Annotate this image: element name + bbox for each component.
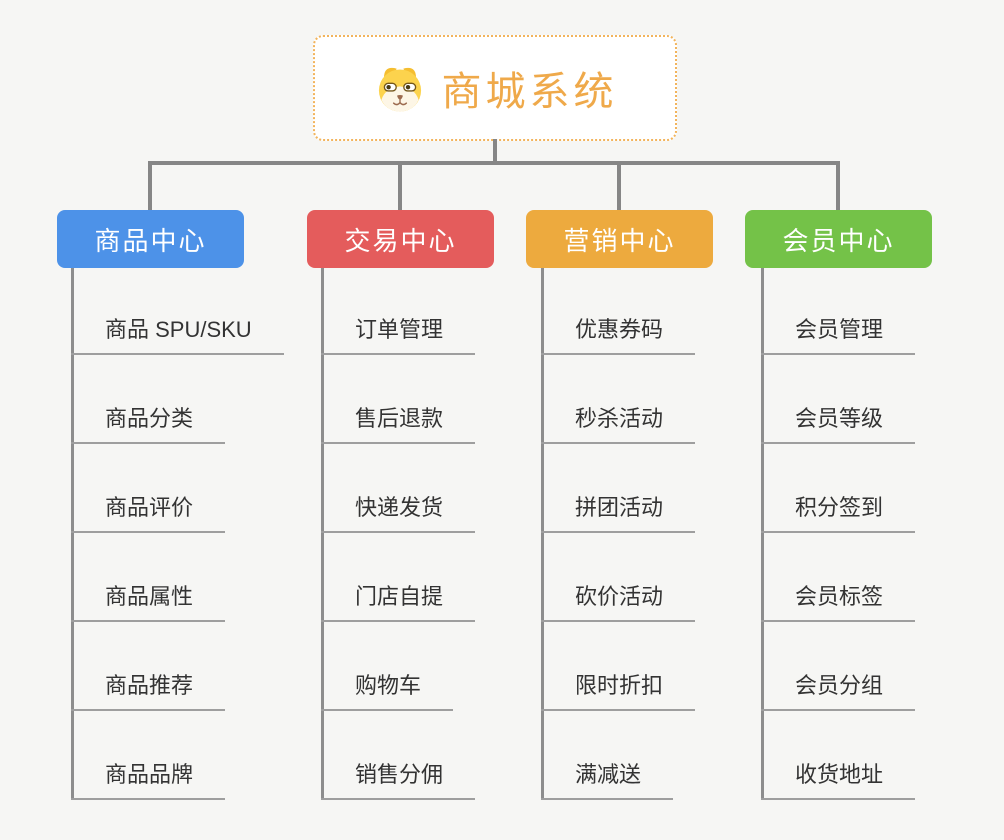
leaf-node[interactable]: 优惠券码 — [541, 314, 696, 355]
branch-column-product-center: 商品 SPU/SKU 商品分类商品评价商品属性商品推荐商品品牌 — [71, 268, 351, 800]
leaf-node[interactable]: 快递发货 — [321, 492, 476, 533]
root-node[interactable]: 商城系统 — [313, 35, 677, 141]
leaf-node[interactable]: 商品推荐 — [71, 670, 226, 711]
connector-drop-product — [148, 163, 152, 210]
leaf-node[interactable]: 限时折扣 — [541, 670, 696, 711]
connector-drop-member — [836, 163, 840, 210]
branch-column-member-center: 会员管理会员等级积分签到会员标签会员分组收货地址 — [761, 268, 1004, 800]
leaf-node[interactable]: 售后退款 — [321, 403, 476, 444]
branch-column-marketing-center: 优惠券码秒杀活动拼团活动砍价活动限时折扣满减送 — [541, 268, 821, 800]
leaf-node[interactable]: 会员等级 — [761, 403, 916, 444]
leaf-node[interactable]: 门店自提 — [321, 581, 476, 622]
leaf-node[interactable]: 收货地址 — [761, 759, 916, 800]
leaf-node[interactable]: 商品品牌 — [71, 759, 226, 800]
connector-horizontal-bar — [148, 161, 840, 165]
dog-face-icon — [378, 67, 421, 112]
branch-trunk-line — [71, 268, 74, 800]
branch-header-trade-center[interactable]: 交易中心 — [307, 210, 494, 268]
branch-trunk-line — [761, 268, 764, 800]
leaf-node[interactable]: 满减送 — [541, 759, 674, 800]
leaf-node[interactable]: 商品评价 — [71, 492, 226, 533]
leaf-node[interactable]: 商品属性 — [71, 581, 226, 622]
leaf-node[interactable]: 商品 SPU/SKU — [71, 314, 284, 355]
leaf-node[interactable]: 拼团活动 — [541, 492, 696, 533]
leaf-node[interactable]: 会员管理 — [761, 314, 916, 355]
leaf-node[interactable]: 商品分类 — [71, 403, 226, 444]
leaf-node[interactable]: 订单管理 — [321, 314, 476, 355]
branch-header-member-center[interactable]: 会员中心 — [745, 210, 932, 268]
leaf-node[interactable]: 秒杀活动 — [541, 403, 696, 444]
leaf-node[interactable]: 会员标签 — [761, 581, 916, 622]
leaf-node[interactable]: 销售分佣 — [321, 759, 476, 800]
branch-header-marketing-center[interactable]: 营销中心 — [526, 210, 713, 268]
connector-root-stem — [493, 139, 497, 164]
connector-drop-marketing — [617, 163, 621, 210]
root-title: 商城系统 — [441, 70, 618, 114]
branch-trunk-line — [321, 268, 324, 800]
leaf-node[interactable]: 积分签到 — [761, 492, 916, 533]
branch-column-trade-center: 订单管理售后退款快递发货门店自提购物车销售分佣 — [321, 268, 601, 800]
branch-header-product-center[interactable]: 商品中心 — [57, 210, 244, 268]
leaf-node[interactable]: 会员分组 — [761, 670, 916, 711]
leaf-node[interactable]: 砍价活动 — [541, 581, 696, 622]
branch-trunk-line — [541, 268, 544, 800]
connector-drop-trade — [398, 163, 402, 210]
leaf-node[interactable]: 购物车 — [321, 670, 454, 711]
